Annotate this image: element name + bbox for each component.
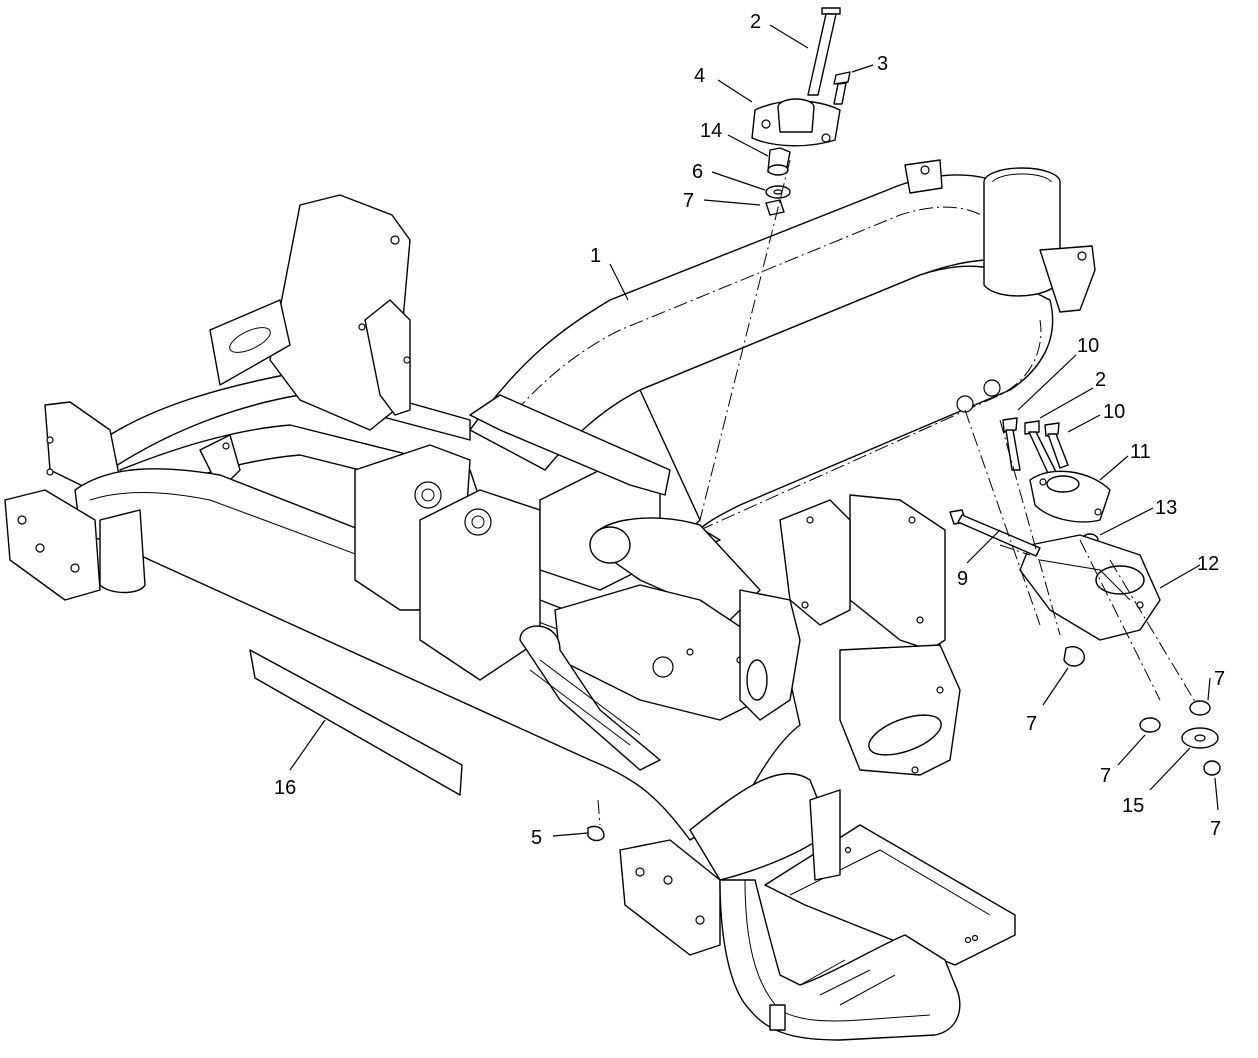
leader-lines: [289, 24, 1219, 837]
callout-4: 4: [694, 65, 705, 87]
right-side-brackets: [779, 494, 961, 776]
callout-7-top: 7: [683, 190, 694, 212]
callout-10-upper: 10: [1077, 335, 1099, 357]
callout-9: 9: [957, 568, 968, 590]
callout-2-top: 2: [750, 11, 761, 33]
foot-platform: [719, 789, 1016, 1041]
callout-7-lower: 7: [1100, 765, 1111, 787]
center-brackets: [354, 394, 801, 771]
callout-13: 13: [1155, 497, 1177, 519]
callout-11: 11: [1130, 441, 1151, 463]
callout-10-lower: 10: [1103, 401, 1125, 423]
decal-strip: [249, 649, 463, 796]
callout-3: 3: [877, 53, 888, 75]
callout-7-mid: 7: [1026, 713, 1037, 735]
callout-2-right: 2: [1095, 369, 1106, 391]
callout-15: 15: [1122, 795, 1144, 817]
callout-14: 14: [700, 120, 722, 142]
main-frame-tube: [469, 159, 1096, 553]
callout-6: 6: [692, 161, 703, 183]
exploded-right-mount: [587, 409, 1221, 842]
callout-16: 16: [274, 777, 296, 799]
callout-12: 12: [1197, 553, 1219, 575]
callout-labels: 1 2 3 4 14 6 7 10 2 10 11 13 9 12 7 7 7 …: [274, 11, 1225, 849]
callout-5: 5: [531, 827, 542, 849]
callout-7-bottom: 7: [1210, 818, 1221, 840]
exploded-top-mount: [699, 7, 851, 521]
callout-7-right: 7: [1214, 668, 1225, 690]
callout-1: 1: [590, 245, 601, 267]
